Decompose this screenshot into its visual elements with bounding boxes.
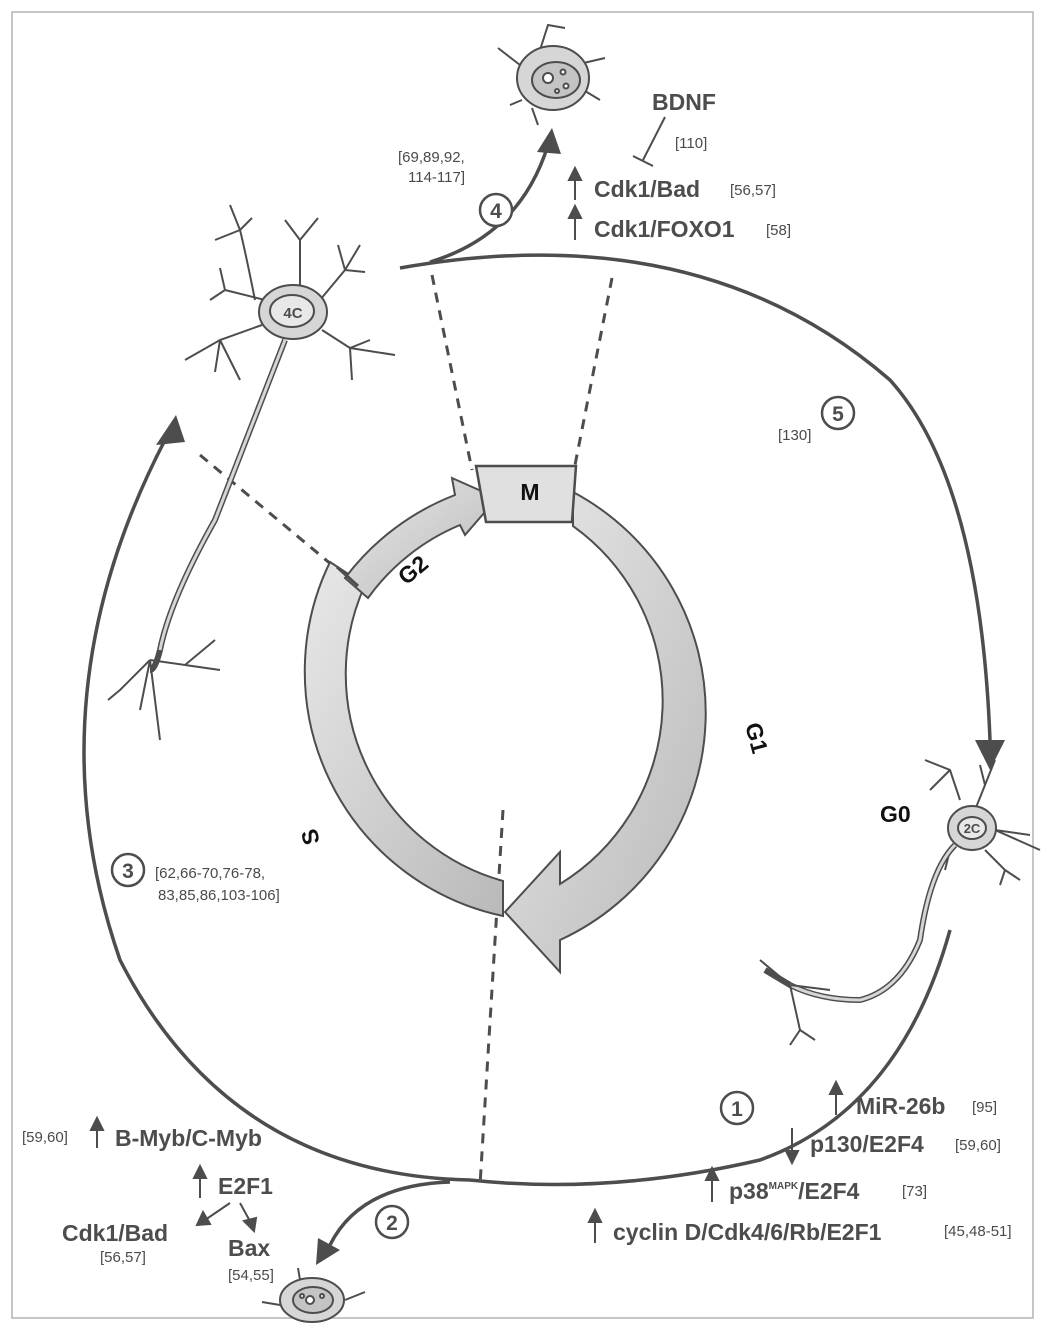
p38-label: p38MAPK/E2F4 xyxy=(729,1178,860,1204)
phase-g0-label: G0 xyxy=(880,801,911,827)
apoptotic-cell-bottom xyxy=(262,1268,365,1322)
step-4-number: 4 xyxy=(490,200,502,223)
p38-superscript: MAPK xyxy=(769,1181,799,1192)
step-1-number: 1 xyxy=(731,1098,743,1121)
p38-main: p38 xyxy=(729,1178,769,1204)
bmyb-label: B-Myb/C-Myb xyxy=(115,1125,262,1151)
p130-ref: [59,60] xyxy=(955,1137,1001,1154)
p38-ref: [73] xyxy=(902,1183,927,1200)
bax-ref: [54,55] xyxy=(228,1267,274,1284)
step-2-number: 2 xyxy=(386,1212,398,1235)
cdk1-bad-top-ref: [56,57] xyxy=(730,182,776,199)
phase-s-label: S xyxy=(296,826,325,848)
figure-frame xyxy=(12,12,1033,1318)
step4-ref-line1: [69,89,92, xyxy=(398,149,465,166)
arrow-head-left xyxy=(156,415,185,445)
cdk1-bad-bottom-label: Cdk1/Bad xyxy=(62,1220,168,1246)
mir26b-ref: [95] xyxy=(972,1099,997,1116)
bdnf-ref: [110] xyxy=(675,135,707,152)
ring-g1 xyxy=(505,492,706,972)
branch-arrow-4-head xyxy=(537,128,561,154)
step-5-number: 5 xyxy=(832,403,844,426)
cdk1-foxo1-ref: [58] xyxy=(766,222,791,239)
dashed-connectors xyxy=(200,275,612,1185)
cyclin-ref: [45,48-51] xyxy=(944,1223,1012,1240)
bdnf-inhibition-line xyxy=(643,117,665,160)
cdk1-foxo1-label: Cdk1/FOXO1 xyxy=(594,216,735,242)
apoptotic-cell-top xyxy=(498,25,605,125)
branch-arrow-2-head xyxy=(316,1238,340,1265)
up-arrows-top xyxy=(569,168,581,240)
p130-label: p130/E2F4 xyxy=(810,1131,924,1157)
neuron-4c xyxy=(108,205,395,740)
bmyb-ref: [59,60] xyxy=(22,1129,68,1146)
inner-cycle-ring xyxy=(305,466,706,972)
phase-m-label: M xyxy=(520,479,539,505)
outer-cycle xyxy=(84,255,990,1184)
step3-ref-line1: [62,66-70,76-78, xyxy=(155,865,265,882)
cdk1-bad-bottom-ref: [56,57] xyxy=(100,1249,146,1266)
step-3-number: 3 xyxy=(122,860,134,883)
cdk1-bad-top-label: Cdk1/Bad xyxy=(594,176,700,202)
neuron-4c-label: 4C xyxy=(283,305,302,322)
bax-label: Bax xyxy=(228,1235,270,1261)
step5-ref: [130] xyxy=(778,427,811,444)
bdnf-label: BDNF xyxy=(652,89,716,115)
step-circles xyxy=(112,194,854,1238)
p38-e2f4: /E2F4 xyxy=(798,1178,860,1204)
neuron-2c-label: 2C xyxy=(964,821,981,836)
phase-g1-label: G1 xyxy=(740,720,773,757)
e2f1-label: E2F1 xyxy=(218,1173,273,1199)
cyclin-label: cyclin D/Cdk4/6/Rb/E2F1 xyxy=(613,1219,882,1245)
ring-s xyxy=(305,562,503,916)
mir26b-label: MiR-26b xyxy=(856,1093,945,1119)
step3-ref-line2: 83,85,86,103-106] xyxy=(158,887,280,904)
step4-ref-line2: 114-117] xyxy=(408,169,465,186)
